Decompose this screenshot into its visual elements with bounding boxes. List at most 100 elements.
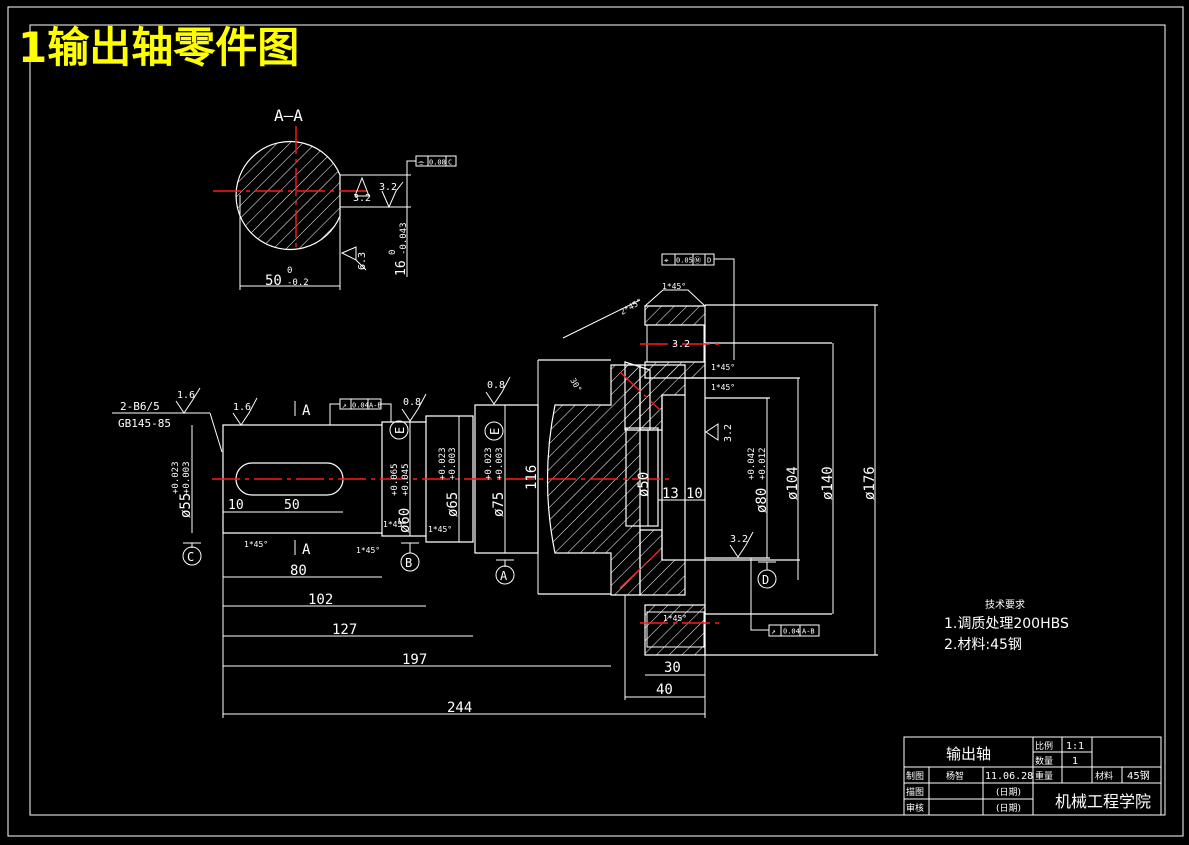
width-tol-lower: -0.2: [287, 278, 309, 288]
dim-244: 244: [447, 700, 472, 716]
tech-item: 2.材料:45钢: [944, 637, 1022, 653]
bore-50: [625, 427, 659, 527]
roughness-symbol: [381, 181, 404, 209]
angle-note: 30°: [568, 377, 583, 394]
datum-e-1: E: [389, 420, 409, 440]
tol-upper: +0.023: [438, 447, 448, 480]
dim-d65: ø65: [445, 492, 461, 517]
runout-datum: A-B: [802, 628, 815, 636]
dim-d104: ø104: [785, 466, 801, 500]
dim-30: 30: [664, 660, 681, 676]
section-label: A—A: [274, 106, 303, 125]
roughness-value: 0.8: [487, 380, 505, 391]
tech-item: 1.调质处理200HBS: [944, 616, 1069, 632]
roughness-value: 3.2: [353, 193, 371, 204]
symmetry-datum: C: [448, 159, 452, 167]
position-tolerance-frame: [661, 253, 715, 266]
scale-label: 比例: [1035, 740, 1053, 752]
dim-d80: ø80: [754, 488, 770, 513]
dim-40: 40: [656, 682, 673, 698]
chamfer-note: 1*45°: [244, 540, 268, 549]
position-value: 0.05: [676, 257, 693, 265]
qty-label: 数量: [1035, 755, 1053, 767]
position-icon: ⌖: [664, 256, 669, 265]
dim-d50: ø50: [636, 472, 652, 497]
datum-letter: C: [187, 550, 194, 564]
tol-lower: +0.003: [182, 461, 192, 494]
technical-requirements: 技术要求 1.调质处理200HBS 2.材料:45钢: [944, 598, 1069, 653]
dim-d140: ø140: [820, 466, 836, 500]
checked-label: 审核: [906, 802, 924, 814]
shaft-outline: [222, 404, 539, 554]
weight-label: 重量: [1035, 770, 1053, 782]
qty-value: 1: [1072, 756, 1078, 767]
chamfer-note: 2*45°: [619, 297, 644, 317]
roughness-value: 3.2: [379, 182, 397, 193]
chamfer-note: 1*45°: [711, 383, 735, 392]
keyway-standard: GB145-85: [118, 417, 171, 430]
symmetry-tolerance-frame: [415, 155, 457, 167]
tol-lower: +0.003: [448, 447, 458, 480]
datum-c: C: [182, 542, 202, 566]
runout-value: 0.04: [783, 628, 800, 636]
material-value: 45钢: [1127, 769, 1150, 782]
tol-upper: +0.023: [484, 447, 494, 480]
tech-heading: 技术要求: [985, 598, 1025, 611]
datum-b: B: [400, 542, 420, 572]
datum-e-2: E: [484, 421, 504, 441]
key-depth-tol-lower: -0.043: [399, 222, 409, 255]
runout-datum: A-B: [369, 402, 382, 410]
roughness-value: 3.2: [672, 339, 690, 350]
datum-letter: E: [393, 427, 407, 434]
datum-d: D: [757, 561, 777, 589]
chamfer-note: 1*45°: [356, 546, 380, 555]
dim-10: 10: [686, 486, 703, 502]
section-mark-a-bottom: A: [302, 542, 311, 558]
drawn-label: 制图: [906, 770, 924, 782]
dim-116: 116: [524, 465, 540, 490]
section-circle: [235, 140, 341, 251]
drawing-title: 1输出轴零件图: [18, 23, 299, 72]
chamfer-note: 1*45°: [662, 282, 686, 291]
chamfer-note: 1*45°: [383, 520, 407, 529]
dim-d176: ø176: [862, 466, 878, 500]
tol-lower: +0.003: [495, 447, 505, 480]
datum-letter: E: [488, 428, 502, 435]
runout-icon: ↗: [342, 401, 347, 410]
drawn-date: 11.06.28: [985, 771, 1033, 782]
dim-d75: ø75: [491, 492, 507, 517]
roughness-value: 1.6: [177, 390, 195, 401]
material-label: 材料: [1095, 770, 1113, 782]
institution-name: 机械工程学院: [1055, 792, 1151, 811]
scale-value: 1:1: [1066, 741, 1084, 752]
dim-d60: ø60: [397, 508, 413, 533]
keyway-note: 2-B6/5: [120, 400, 160, 413]
position-datum: D: [707, 257, 711, 265]
datum-a: A: [495, 559, 515, 585]
dim-d55: ø55: [178, 493, 194, 518]
roughness-value: 3.2: [730, 534, 748, 545]
roughness-value: 1.6: [233, 402, 251, 413]
part-name: 输出轴: [946, 745, 991, 763]
date-placeholder: (日期): [996, 787, 1021, 798]
chamfer-note: 1*45°: [428, 525, 452, 534]
width-dim: 50: [265, 273, 282, 289]
dim-102: 102: [308, 592, 333, 608]
runout-icon: ↗: [771, 627, 776, 636]
hub-section-upper: [546, 364, 641, 596]
roughness-value: 3.2: [723, 424, 734, 442]
date-placeholder: (日期): [996, 803, 1021, 814]
traced-label: 描图: [906, 786, 924, 798]
dim-keyway-offset: 10: [228, 498, 244, 513]
tol-upper: +0.042: [747, 447, 757, 480]
dim-13: 13: [662, 486, 679, 502]
width-tol-upper: 0: [287, 266, 292, 276]
section-mark-a-top: A: [302, 403, 311, 419]
roughness-symbol: [354, 176, 370, 197]
runout-tolerance-frame: [339, 398, 382, 410]
title-block: 输出轴 比例 1:1 数量 1 制图 杨智 11.06.28 重量 材料 45钢…: [903, 736, 1162, 816]
datum-letter: B: [405, 556, 412, 570]
tol-upper: +0.023: [171, 461, 181, 494]
dim-80: 80: [290, 563, 307, 579]
